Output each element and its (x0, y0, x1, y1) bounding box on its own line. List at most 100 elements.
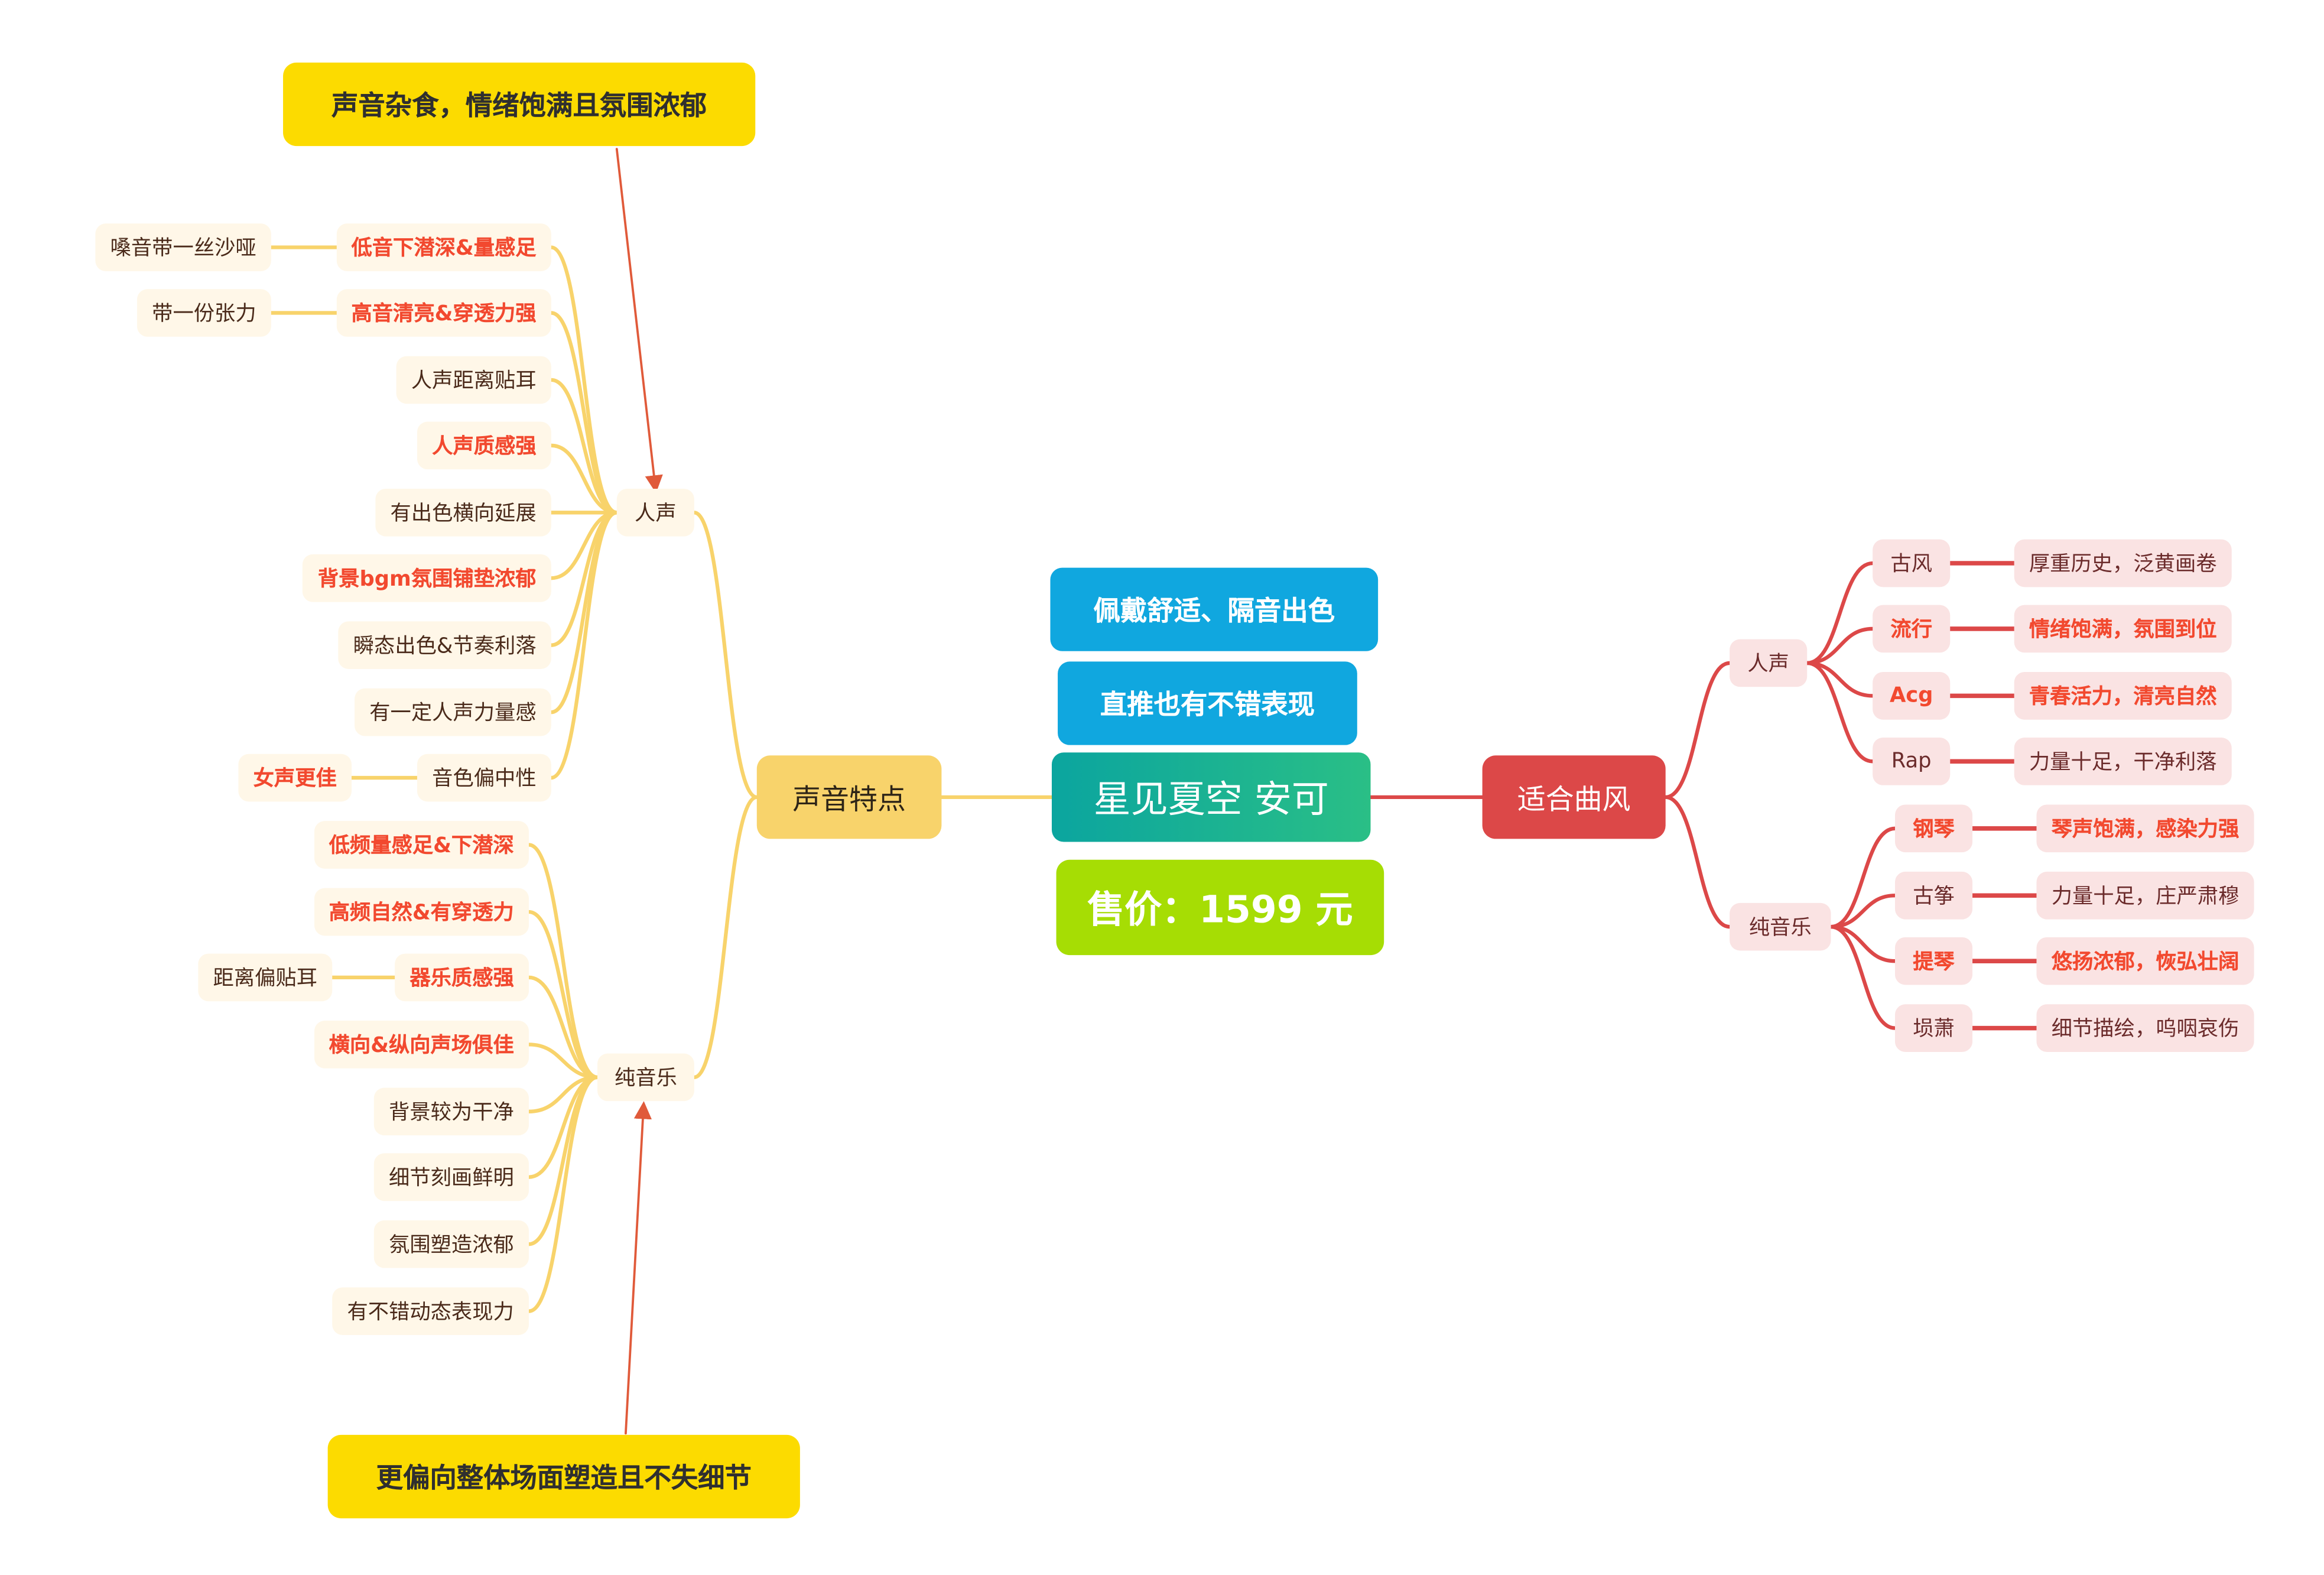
subtopic-label: 人声 (635, 502, 677, 526)
price-text: 售价：1599 元 (1087, 888, 1353, 931)
branch-sound-characteristics[interactable]: 声音特点 (756, 755, 942, 839)
vocal-trait-detail-node[interactable]: 嗓音带一丝沙哑 (95, 223, 271, 271)
subtopic-vocal[interactable]: 人声 (616, 488, 694, 537)
genre-node[interactable]: Acg (1873, 672, 1951, 720)
vocal-trait-node-text: 有出色横向延展 (390, 502, 537, 526)
genre-subtopic-instrumental[interactable]: 纯音乐 (1730, 902, 1831, 951)
genre-desc-node[interactable]: 悠扬浓郁，恢弘壮阔 (2036, 937, 2254, 985)
vocal-trait-node-text: 高音清亮&穿透力强 (351, 302, 537, 327)
link-vocal-trait (549, 245, 619, 515)
genre-node-text: 埙萧 (1913, 1017, 1955, 1042)
genre-node[interactable]: 钢琴 (1894, 804, 1973, 853)
link-genre-to-vocal (1663, 661, 1732, 799)
genre-desc-node-text: 情绪饱满，氛围到位 (2029, 618, 2217, 642)
callout-text: 声音杂食，情绪饱满且氛围浓郁 (331, 90, 707, 122)
vocal-trait-node[interactable]: 有一定人声力量感 (355, 688, 551, 736)
genre-node[interactable]: 提琴 (1894, 937, 1973, 985)
vocal-trait-node[interactable]: 高音清亮&穿透力强 (336, 289, 551, 337)
link-instrumental-genre (1829, 925, 1897, 963)
link-vocal-trait (549, 511, 619, 580)
instrumental-trait-node[interactable]: 横向&纵向声场俱佳 (314, 1021, 529, 1069)
vocal-trait-node[interactable]: 人声质感强 (417, 421, 551, 470)
genre-node-text: 古筝 (1913, 885, 1955, 909)
instrumental-trait-node[interactable]: 氛围塑造浓郁 (373, 1220, 529, 1268)
instrumental-trait-node[interactable]: 背景较为干净 (373, 1087, 529, 1136)
vocal-trait-detail-node[interactable]: 女声更佳 (238, 754, 352, 802)
genre-node-text: 钢琴 (1913, 818, 1955, 842)
link-vocal-genre (1805, 626, 1875, 665)
genre-node-text: Acg (1889, 684, 1933, 708)
vocal-trait-node-text: 背景bgm氛围铺垫浓郁 (317, 567, 537, 592)
genre-desc-node[interactable]: 情绪饱满，氛围到位 (2014, 605, 2232, 653)
vocal-trait-node-text: 音色偏中性 (432, 767, 537, 791)
callout-instrumental-summary[interactable]: 更偏向整体场面塑造且不失细节 (327, 1434, 800, 1519)
link-instrumental-trait (526, 1075, 600, 1246)
instrumental-trait-node[interactable]: 低频量感足&下潜深 (314, 821, 529, 869)
genre-desc-node-text: 青春活力，清亮自然 (2029, 685, 2217, 710)
branch-suitable-genres[interactable]: 适合曲风 (1482, 755, 1666, 839)
instrumental-trait-node-text: 器乐质感强 (409, 967, 514, 991)
link-vocal-genre (1805, 661, 1875, 764)
genre-node[interactable]: 古风 (1873, 539, 1951, 587)
link-vocal-trait (549, 443, 619, 515)
vocal-trait-detail-node-text: 带一份张力 (152, 302, 256, 327)
genre-desc-node[interactable]: 琴声饱满，感染力强 (2036, 804, 2254, 853)
callout-text: 更偏向整体场面塑造且不失细节 (376, 1463, 752, 1495)
instrumental-trait-node-text: 低频量感足&下潜深 (329, 834, 514, 859)
genre-desc-node[interactable]: 力量十足，庄严肃穆 (2036, 871, 2254, 920)
subtopic-label: 纯音乐 (1748, 916, 1812, 940)
genre-desc-node[interactable]: 厚重历史，泛黄画卷 (2014, 539, 2232, 587)
callout-vocal-summary[interactable]: 声音杂食，情绪饱满且氛围浓郁 (283, 62, 756, 147)
branch-label: 声音特点 (792, 782, 906, 816)
floating-topic-price[interactable]: 售价：1599 元 (1056, 859, 1384, 956)
link-vocal-genre (1805, 561, 1875, 665)
vocal-trait-node[interactable]: 音色偏中性 (417, 754, 551, 802)
genre-desc-node-text: 力量十足，庄严肃穆 (2051, 885, 2240, 909)
central-topic-text: 星见夏空 安可 (1093, 778, 1329, 821)
link-vocal-trait (549, 311, 619, 515)
instrumental-trait-detail-node-text: 距离偏贴耳 (213, 967, 318, 991)
instrumental-trait-node[interactable]: 有不错动态表现力 (332, 1287, 529, 1335)
genre-desc-node-text: 厚重历史，泛黄画卷 (2029, 553, 2217, 577)
link-sound-to-vocal (692, 511, 759, 799)
link-instrumental-trait (526, 910, 600, 1079)
genre-desc-node[interactable]: 力量十足，干净利落 (2014, 737, 2232, 785)
genre-desc-node[interactable]: 青春活力，清亮自然 (2014, 672, 2232, 720)
link-instrumental-genre (1829, 826, 1897, 929)
instrumental-trait-node[interactable]: 高频自然&有穿透力 (314, 888, 529, 936)
vocal-trait-node-text: 低音下潜深&量感足 (351, 236, 537, 261)
floating-topic-comfort[interactable]: 佩戴舒适、隔音出色 (1050, 567, 1379, 651)
genre-node-text: Rap (1891, 749, 1932, 774)
link-instrumental-genre (1829, 925, 1897, 1030)
genre-node[interactable]: 流行 (1873, 605, 1951, 653)
genre-desc-node[interactable]: 细节描绘，呜咽哀伤 (2036, 1004, 2254, 1052)
vocal-trait-node[interactable]: 低音下潜深&量感足 (336, 223, 551, 271)
vocal-trait-node[interactable]: 瞬态出色&节奏利落 (338, 621, 551, 670)
genre-desc-node-text: 琴声饱满，感染力强 (2051, 818, 2240, 842)
branch-label: 适合曲风 (1517, 782, 1631, 816)
genre-node[interactable]: 古筝 (1894, 871, 1973, 920)
genre-node[interactable]: 埙萧 (1894, 1004, 1973, 1052)
vocal-trait-node-text: 人声距离贴耳 (411, 369, 537, 394)
link-instrumental-trait (526, 843, 600, 1079)
vocal-trait-node[interactable]: 背景bgm氛围铺垫浓郁 (303, 554, 551, 602)
floating-topic-direct-drive[interactable]: 直推也有不错表现 (1058, 661, 1357, 745)
subtopic-label: 纯音乐 (614, 1067, 677, 1091)
vocal-trait-node[interactable]: 人声距离贴耳 (396, 356, 551, 404)
vocal-trait-node[interactable]: 有出色横向延展 (375, 488, 551, 537)
link-instrumental-trait (526, 1075, 600, 1313)
instrumental-trait-node[interactable]: 器乐质感强 (395, 953, 529, 1002)
link-genre-to-instrumental (1663, 795, 1732, 929)
genre-subtopic-vocal[interactable]: 人声 (1730, 639, 1808, 687)
genre-node-text: 古风 (1890, 553, 1932, 577)
vocal-trait-detail-node[interactable]: 带一份张力 (136, 289, 271, 337)
genre-desc-node-text: 力量十足，干净利落 (2029, 751, 2217, 775)
genre-node-text: 提琴 (1913, 950, 1955, 975)
subtopic-instrumental[interactable]: 纯音乐 (597, 1053, 694, 1102)
topic-text: 直推也有不错表现 (1100, 690, 1315, 722)
instrumental-trait-detail-node[interactable]: 距离偏贴耳 (198, 953, 333, 1002)
instrumental-trait-node[interactable]: 细节刻画鲜明 (373, 1153, 529, 1201)
genre-node[interactable]: Rap (1873, 737, 1951, 785)
central-topic[interactable]: 星见夏空 安可 (1051, 752, 1371, 842)
